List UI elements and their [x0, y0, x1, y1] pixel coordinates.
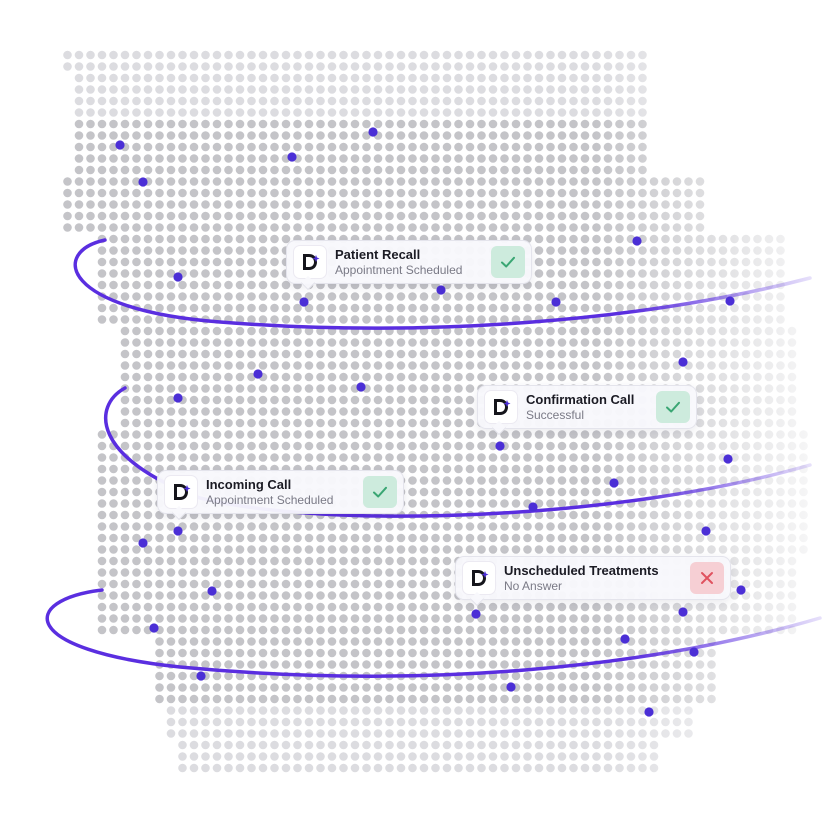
- brand-logo-icon: [462, 561, 496, 595]
- card-title: Confirmation Call: [526, 391, 635, 407]
- call-card-incoming-call[interactable]: Incoming Call Appointment Scheduled: [157, 470, 404, 514]
- accent-dot: [115, 140, 125, 150]
- accent-dot: [173, 393, 183, 403]
- accent-dot: [736, 585, 746, 595]
- status-badge: [491, 246, 525, 278]
- accent-dot: [528, 502, 538, 512]
- accent-dot: [689, 647, 699, 657]
- accent-dot: [723, 454, 733, 464]
- accent-dot: [173, 526, 183, 536]
- accent-dot: [138, 177, 148, 187]
- check-icon: [501, 256, 515, 268]
- accent-dot: [287, 152, 297, 162]
- accent-dot: [551, 297, 561, 307]
- accent-dot: [368, 127, 378, 137]
- accent-dot: [299, 297, 309, 307]
- brand-logo-icon: [293, 245, 327, 279]
- accent-dot: [471, 609, 481, 619]
- accent-dot: [253, 369, 263, 379]
- card-subtitle: Appointment Scheduled: [206, 492, 334, 507]
- card-subtitle: No Answer: [504, 578, 563, 593]
- status-badge: [363, 476, 397, 508]
- accent-dot: [632, 236, 642, 246]
- check-icon: [666, 401, 680, 413]
- accent-dot: [620, 634, 630, 644]
- check-icon: [373, 486, 387, 498]
- accent-dot: [725, 296, 735, 306]
- card-subtitle: Appointment Scheduled: [335, 262, 463, 277]
- orbit-line: [45, 588, 822, 678]
- accent-dot: [701, 526, 711, 536]
- accent-dot: [149, 623, 159, 633]
- accent-dot: [173, 272, 183, 282]
- call-card-confirmation-call[interactable]: Confirmation Call Successful: [477, 385, 697, 429]
- accent-dot: [207, 586, 217, 596]
- accent-dot: [506, 682, 516, 692]
- close-icon: [701, 572, 713, 584]
- accent-dot: [495, 441, 505, 451]
- accent-dot: [138, 538, 148, 548]
- accent-dot: [436, 285, 446, 295]
- accent-dots: [115, 127, 746, 717]
- status-badge: [656, 391, 690, 423]
- accent-dot: [678, 357, 688, 367]
- accent-dot: [356, 382, 366, 392]
- call-card-unscheduled-treatments[interactable]: Unscheduled Treatments No Answer: [455, 556, 731, 600]
- card-title: Unscheduled Treatments: [504, 562, 659, 578]
- call-card-patient-recall[interactable]: Patient Recall Appointment Scheduled: [286, 240, 532, 284]
- accent-dot: [609, 478, 619, 488]
- accent-dot: [678, 607, 688, 617]
- accent-dot: [644, 707, 654, 717]
- status-badge: [690, 562, 724, 594]
- orbit-line: [73, 238, 812, 330]
- card-title: Incoming Call: [206, 476, 292, 492]
- brand-logo-icon: [484, 390, 518, 424]
- brand-logo-icon: [164, 475, 198, 509]
- card-title: Patient Recall: [335, 246, 421, 262]
- card-subtitle: Successful: [526, 407, 585, 422]
- accent-dot: [196, 671, 206, 681]
